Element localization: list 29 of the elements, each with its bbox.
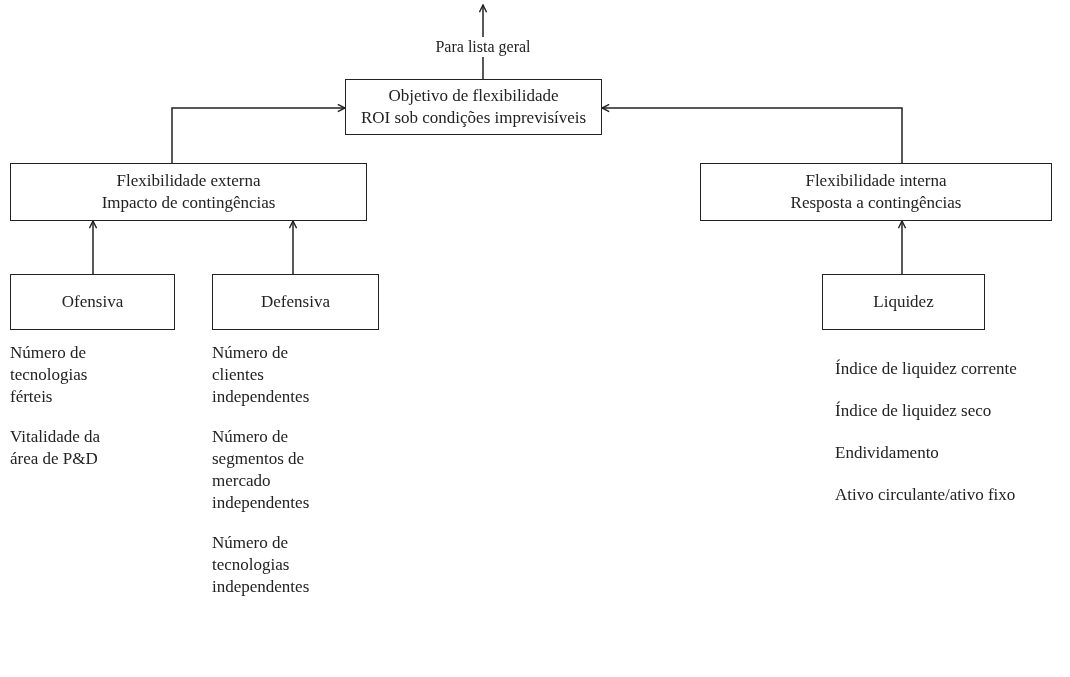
box-text: Flexibilidade externa: [116, 170, 261, 192]
indicator-text: Endividamento: [835, 442, 940, 464]
indicator-text: Índice de liquidez corrente: [835, 358, 1018, 380]
label-box: [822, 274, 985, 330]
arrow: [171, 103, 346, 164]
indicator-text: Número de tecnologias férteis: [10, 342, 89, 408]
label-box: [700, 163, 1052, 221]
box-text: Impacto de contingências: [101, 192, 276, 214]
box-text: Ofensiva: [61, 291, 124, 313]
box-text: Defensiva: [261, 291, 330, 313]
indicator-text: Número de segmentos de mercado independentes: [212, 426, 311, 514]
indicator-text: Ativo circulante/ativo fixo: [835, 484, 1017, 506]
indicator-text: Índice de liquidez seco: [835, 400, 993, 422]
arrow: [897, 220, 907, 275]
arrow: [88, 220, 98, 275]
indicator-text: Vitalidade da área de P&D: [10, 426, 102, 470]
box-text: Liquidez: [873, 291, 934, 313]
arrow: [288, 220, 298, 275]
box-text: Resposta a contingências: [790, 192, 962, 214]
label-box: [10, 274, 175, 330]
indicator-text: Número de tecnologias independentes: [212, 532, 311, 598]
label-box: [212, 274, 379, 330]
arrow: [601, 103, 903, 164]
box-text: Objetivo de flexibilidade: [388, 85, 559, 107]
box-text: Flexibilidade interna: [805, 170, 947, 192]
label-box: [345, 79, 602, 135]
box-text: ROI sob condições imprevisíveis: [360, 107, 587, 129]
label-box: [10, 163, 367, 221]
indicator-text: Número de clientes independentes: [212, 342, 311, 408]
